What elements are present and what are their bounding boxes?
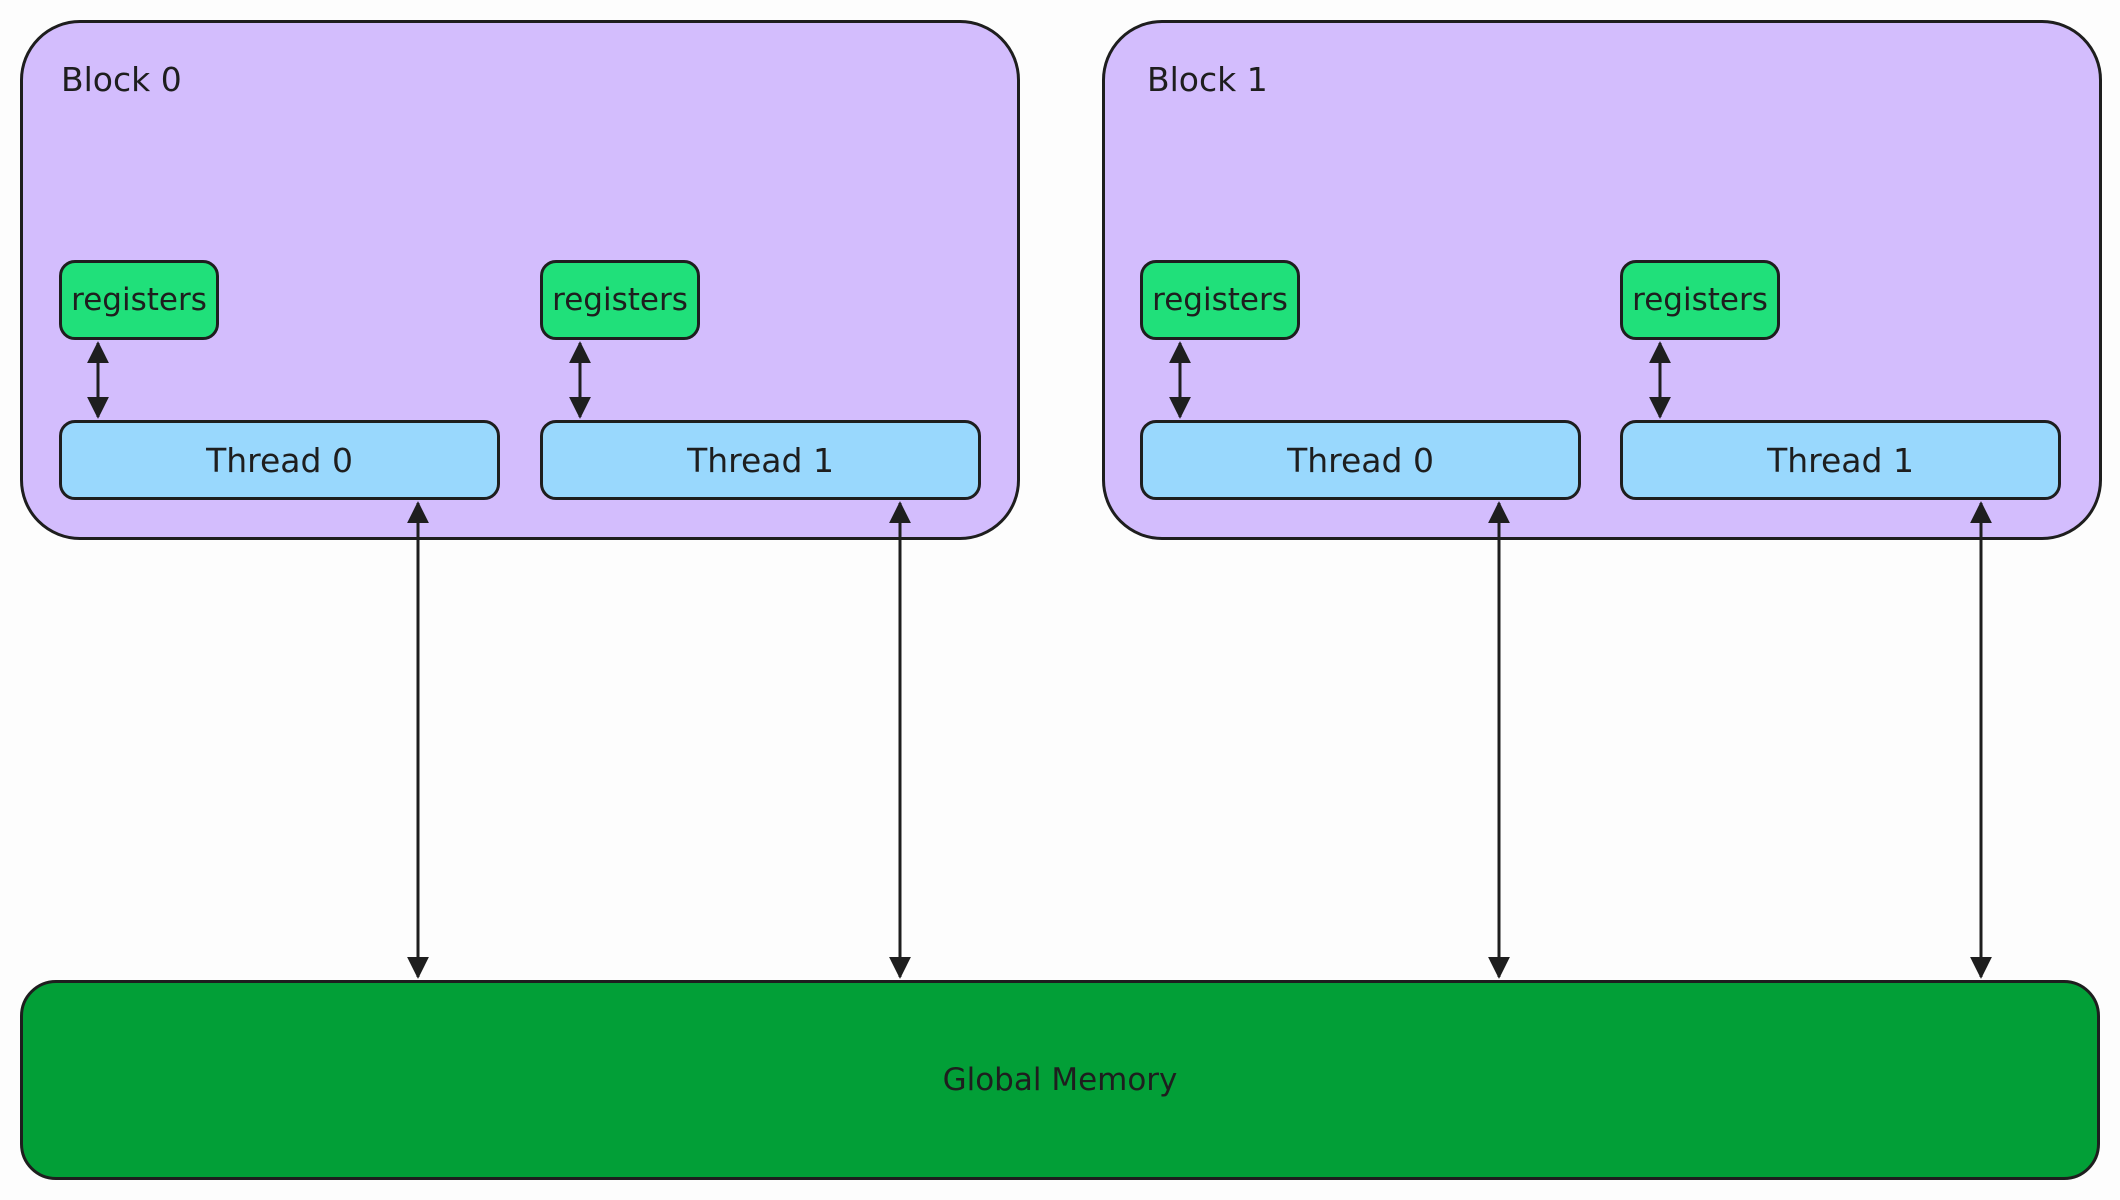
block-1-thread-0-registers: registers bbox=[1140, 260, 1300, 340]
block-1-label: Block 1 bbox=[1147, 60, 1268, 99]
block-0-thread-0: Thread 0 bbox=[59, 420, 500, 500]
block-0-thread-1-registers: registers bbox=[540, 260, 700, 340]
block-0-thread-0-registers: registers bbox=[59, 260, 219, 340]
block-1-thread-0: Thread 0 bbox=[1140, 420, 1581, 500]
block-0-label: Block 0 bbox=[61, 60, 182, 99]
global-memory: Global Memory bbox=[20, 980, 2100, 1180]
block-0-thread-1: Thread 1 bbox=[540, 420, 981, 500]
block-1-thread-1-registers: registers bbox=[1620, 260, 1780, 340]
block-1-thread-1: Thread 1 bbox=[1620, 420, 2061, 500]
